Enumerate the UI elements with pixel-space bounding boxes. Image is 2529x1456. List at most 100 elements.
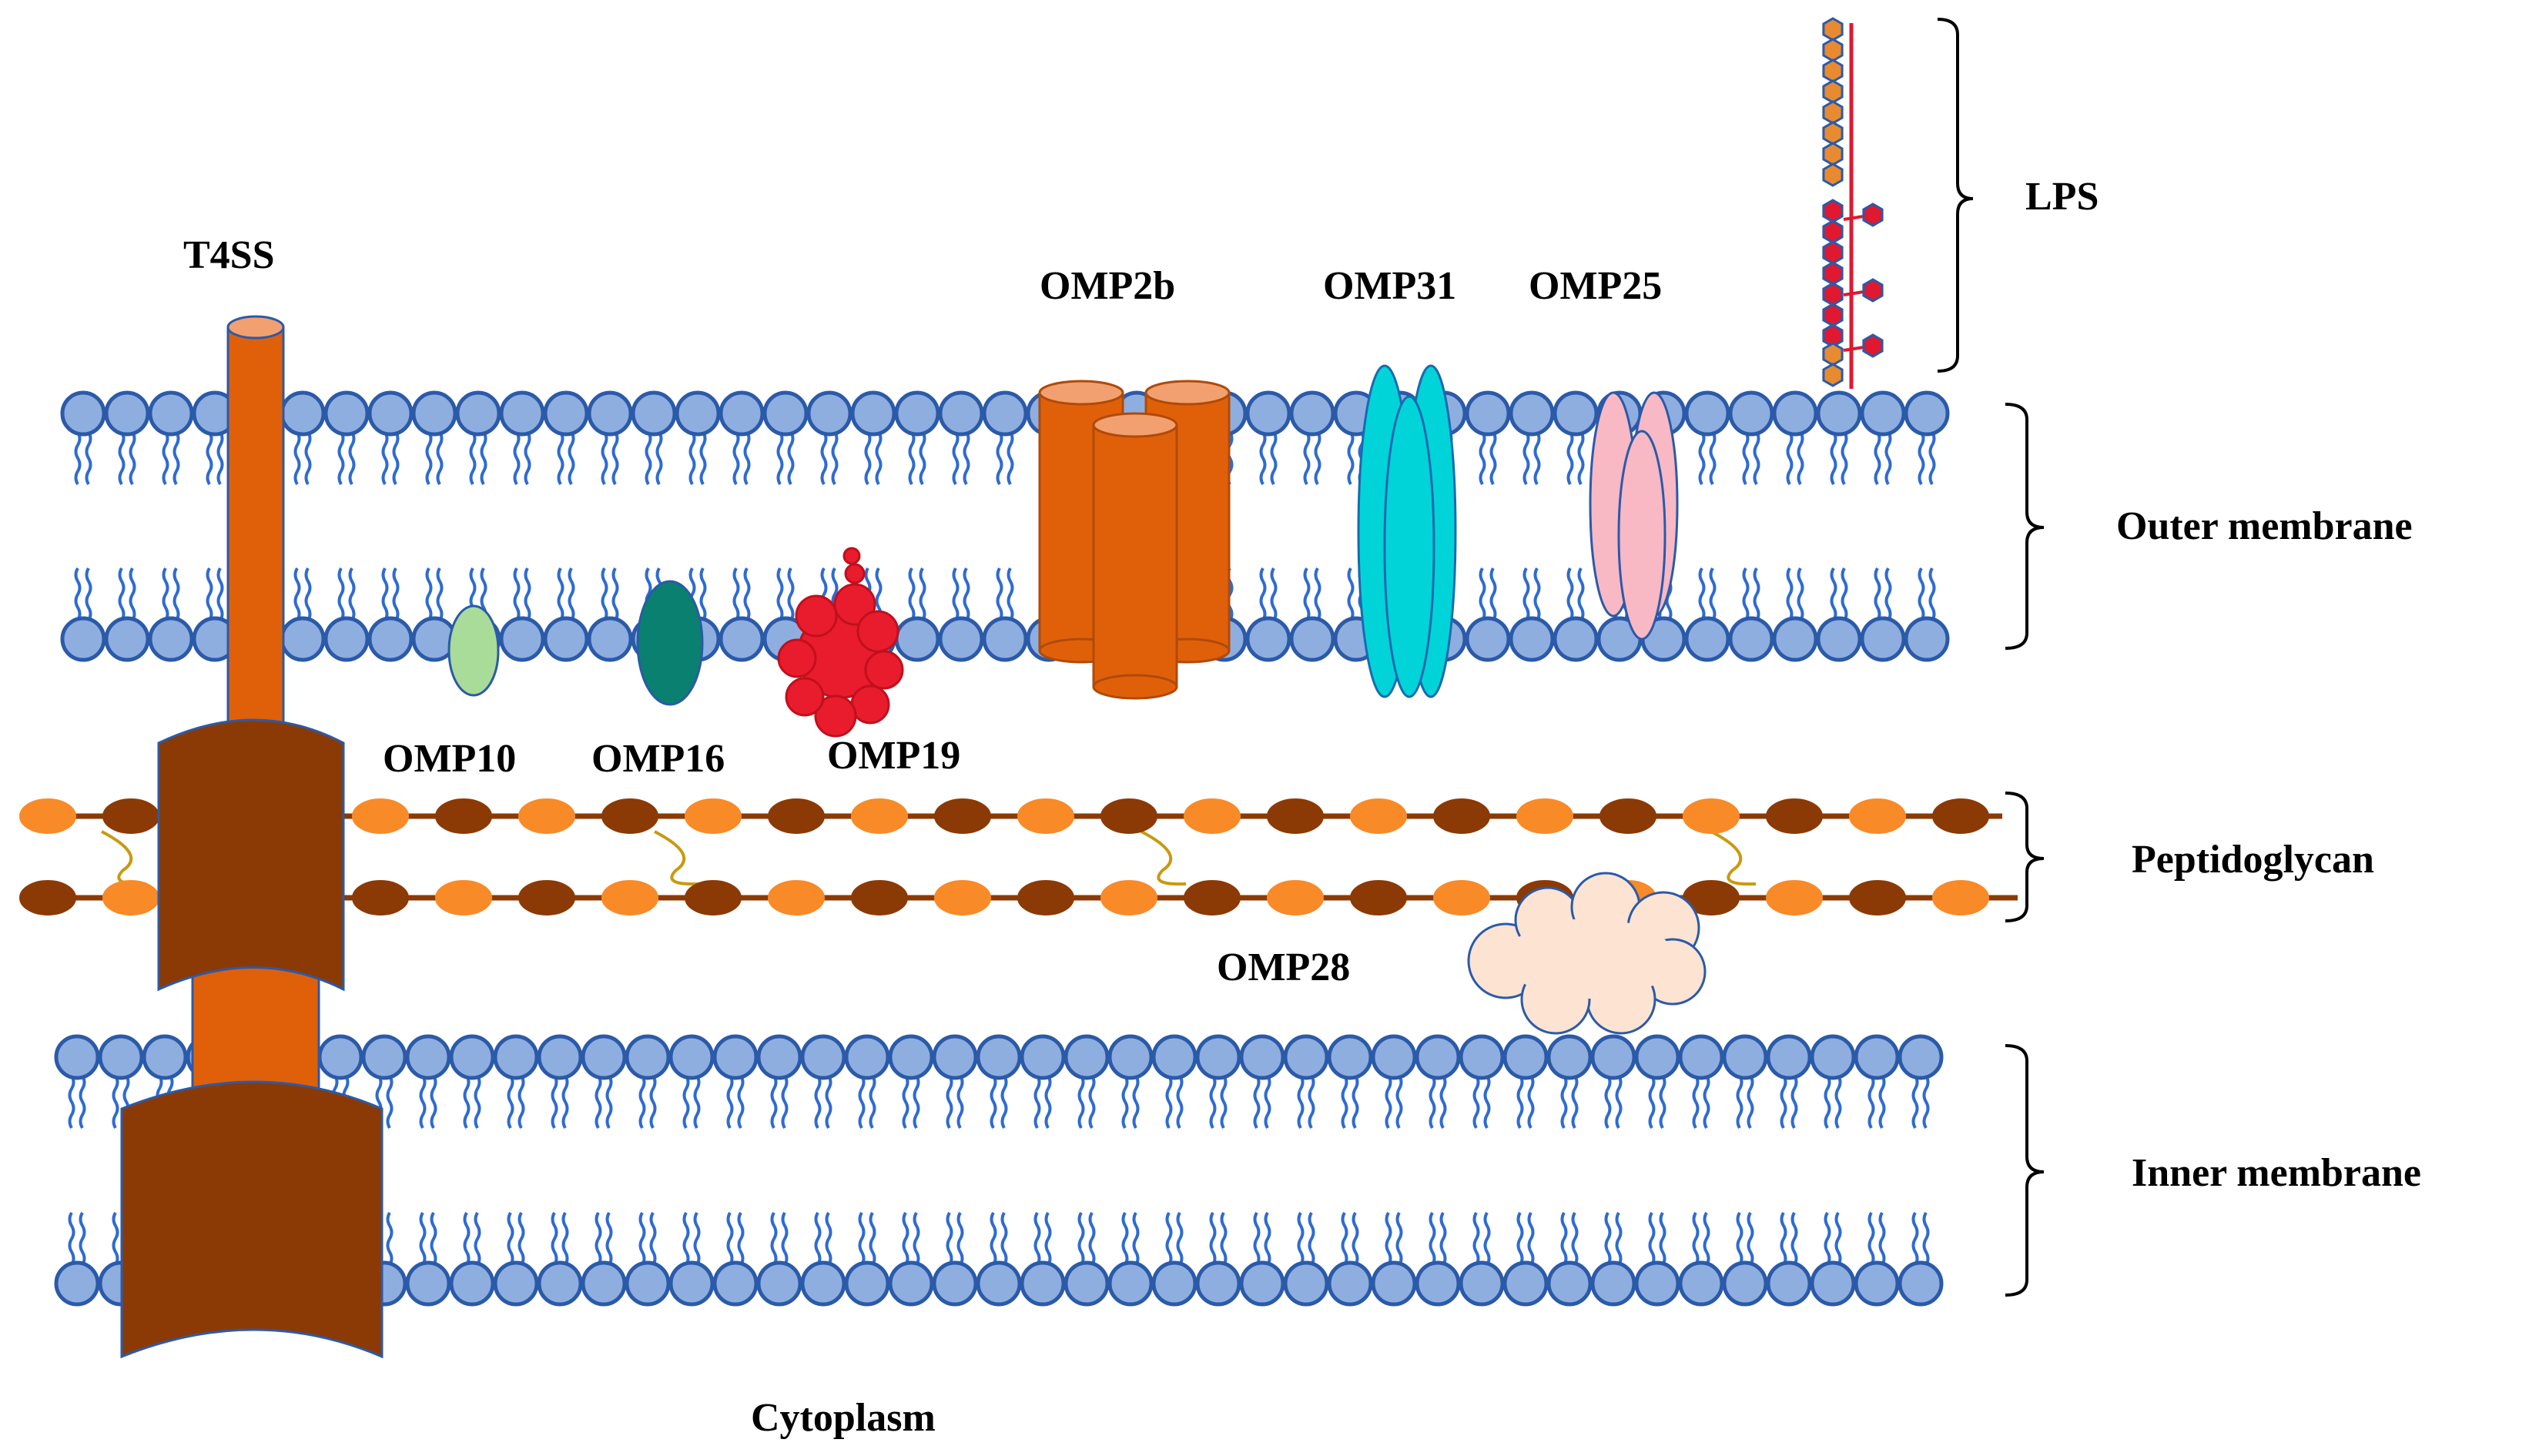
lipid-head xyxy=(1371,1260,1417,1307)
glycan-bead xyxy=(435,880,492,915)
lipid-head xyxy=(1678,1034,1724,1080)
lipid-tail xyxy=(1659,1074,1666,1130)
lps-sugar xyxy=(1822,342,1844,367)
lipid-tail xyxy=(474,1074,481,1130)
lipid-tail xyxy=(963,430,970,486)
lipid-head xyxy=(1810,1260,1856,1307)
lipid-head xyxy=(1860,616,1906,662)
lipid-tail xyxy=(1703,1074,1710,1130)
glycan-bead xyxy=(1433,798,1490,834)
lipid-head xyxy=(1766,1260,1812,1307)
lipid-head xyxy=(1684,616,1730,662)
lps-molecule xyxy=(1822,17,1884,389)
omp2b-label: OMP2b xyxy=(1040,264,1175,308)
lipid-head xyxy=(1590,1260,1636,1307)
inner-membrane-label: Inner membrane xyxy=(2132,1151,2421,1195)
glycan-bead xyxy=(1683,798,1740,834)
lipid-tail xyxy=(1303,430,1311,486)
lipid-tail xyxy=(902,1074,909,1130)
lipid-head xyxy=(323,616,370,662)
lipid-head xyxy=(543,390,589,437)
lipid-tail xyxy=(956,1074,964,1130)
omp10-protein xyxy=(447,604,500,697)
lipid-tail xyxy=(1928,567,1936,622)
lipid-tail xyxy=(1867,1211,1875,1267)
lipid-tail xyxy=(743,567,751,622)
lipid-tail xyxy=(1709,567,1717,622)
lipid-tail xyxy=(1533,430,1541,486)
lps-sugar xyxy=(1822,282,1844,306)
lipid-tail xyxy=(293,430,301,486)
lipid-tail xyxy=(737,1211,745,1267)
lipid-head xyxy=(455,390,501,437)
peptide-crosslink xyxy=(1710,830,1757,886)
lipid-tail xyxy=(1604,1211,1612,1267)
lipid-head xyxy=(1195,1034,1241,1080)
glycan-bead xyxy=(1267,880,1324,915)
lipid-head xyxy=(719,616,765,662)
lipid-tail xyxy=(216,430,224,486)
lipid-tail xyxy=(956,1211,964,1267)
lipid-head xyxy=(1553,616,1599,662)
lipid-head xyxy=(1904,390,1950,437)
lipid-tail xyxy=(1088,1211,1096,1267)
peptide-crosslink xyxy=(101,830,147,886)
lipid-tail xyxy=(129,567,136,622)
lipid-tail xyxy=(1483,1074,1491,1130)
lipid-head xyxy=(938,616,984,662)
lipid-head xyxy=(1465,616,1511,662)
lipid-tail xyxy=(436,567,444,622)
lipid-tail xyxy=(825,1074,832,1130)
lipid-tail xyxy=(436,430,444,486)
lipid-head xyxy=(1107,1260,1154,1307)
lipid-tail xyxy=(1911,1211,1919,1267)
lipid-tail xyxy=(1878,1211,1886,1267)
peptide-crosslinks xyxy=(101,830,1757,886)
lipid-head xyxy=(1327,1034,1373,1080)
lipid-tail xyxy=(732,430,740,486)
lipid-tail xyxy=(638,1074,646,1130)
lipid-tail xyxy=(996,430,1003,486)
glycan-bead xyxy=(601,798,658,834)
lipid-tail xyxy=(1884,567,1892,622)
lipid-head xyxy=(668,1034,715,1080)
lipid-tail xyxy=(1439,1074,1447,1130)
lipid-head xyxy=(1546,1034,1593,1080)
lipid-head xyxy=(982,616,1028,662)
lipid-tail xyxy=(1918,430,1925,486)
lipid-tail xyxy=(1516,1074,1524,1130)
lipid-tail xyxy=(1077,1074,1085,1130)
lipid-tail xyxy=(1790,1074,1798,1130)
lipid-tail xyxy=(864,430,872,486)
lps-branch xyxy=(1843,346,1864,352)
lipid-tail xyxy=(1698,567,1706,622)
lipid-tail xyxy=(1571,1211,1579,1267)
lipid-head xyxy=(1772,616,1818,662)
lipid-tail xyxy=(392,567,400,622)
lipid-tail xyxy=(1797,430,1804,486)
lipid-tail xyxy=(524,430,531,486)
lipid-tail xyxy=(480,430,487,486)
lipid-tail xyxy=(1747,1074,1754,1130)
glycan-bead xyxy=(1350,798,1407,834)
lipid-head xyxy=(449,1260,495,1307)
lipid-tail xyxy=(1834,1211,1842,1267)
lipid-tail xyxy=(1841,567,1848,622)
lipid-tail xyxy=(996,567,1003,622)
lipid-tail xyxy=(908,430,916,486)
lipid-head xyxy=(888,1260,934,1307)
glycan-bead xyxy=(352,880,409,915)
lipid-tail xyxy=(605,1074,613,1130)
glycan-bead xyxy=(851,880,908,915)
lipid-tail xyxy=(1341,1211,1348,1267)
lipid-head xyxy=(976,1260,1022,1307)
lipid-tail xyxy=(1786,430,1794,486)
lps-sugar xyxy=(1822,59,1844,83)
lipid-head xyxy=(1898,1260,1944,1307)
lipid-head xyxy=(1239,1260,1285,1307)
t4ss-secretion-system xyxy=(120,315,384,1359)
glycan-bead xyxy=(851,798,908,834)
lipid-head xyxy=(1502,1034,1549,1080)
lipid-tail xyxy=(743,430,751,486)
lipid-tail xyxy=(1033,1211,1041,1267)
